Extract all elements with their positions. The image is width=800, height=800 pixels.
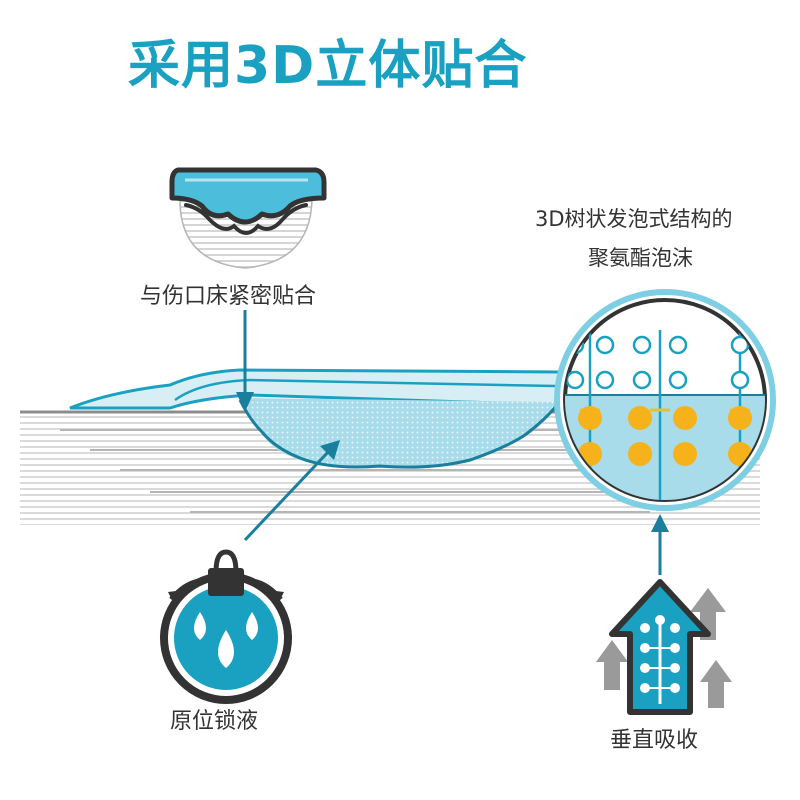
foam-label-line1: 3D树状发泡式结构的 (535, 207, 733, 231)
foam-label-line2: 聚氨酯泡沫 (588, 246, 693, 270)
fit-label: 与伤口床紧密贴合 (140, 284, 317, 309)
lock-droplets-icon (160, 549, 292, 704)
lock-label: 原位锁液 (170, 709, 259, 734)
fit-arrow-icon (236, 310, 254, 412)
dressing-fit-icon (169, 167, 327, 269)
vertical-arrow-icon (596, 579, 732, 715)
vertical-arrow-up-icon (651, 514, 669, 575)
vertical-label: 垂直吸收 (610, 728, 699, 753)
wound-foam (238, 398, 560, 469)
foam-magnifier-icon (554, 289, 776, 511)
page-title: 采用3D立体贴合 (128, 36, 528, 96)
lock-arrow-icon (243, 440, 340, 542)
